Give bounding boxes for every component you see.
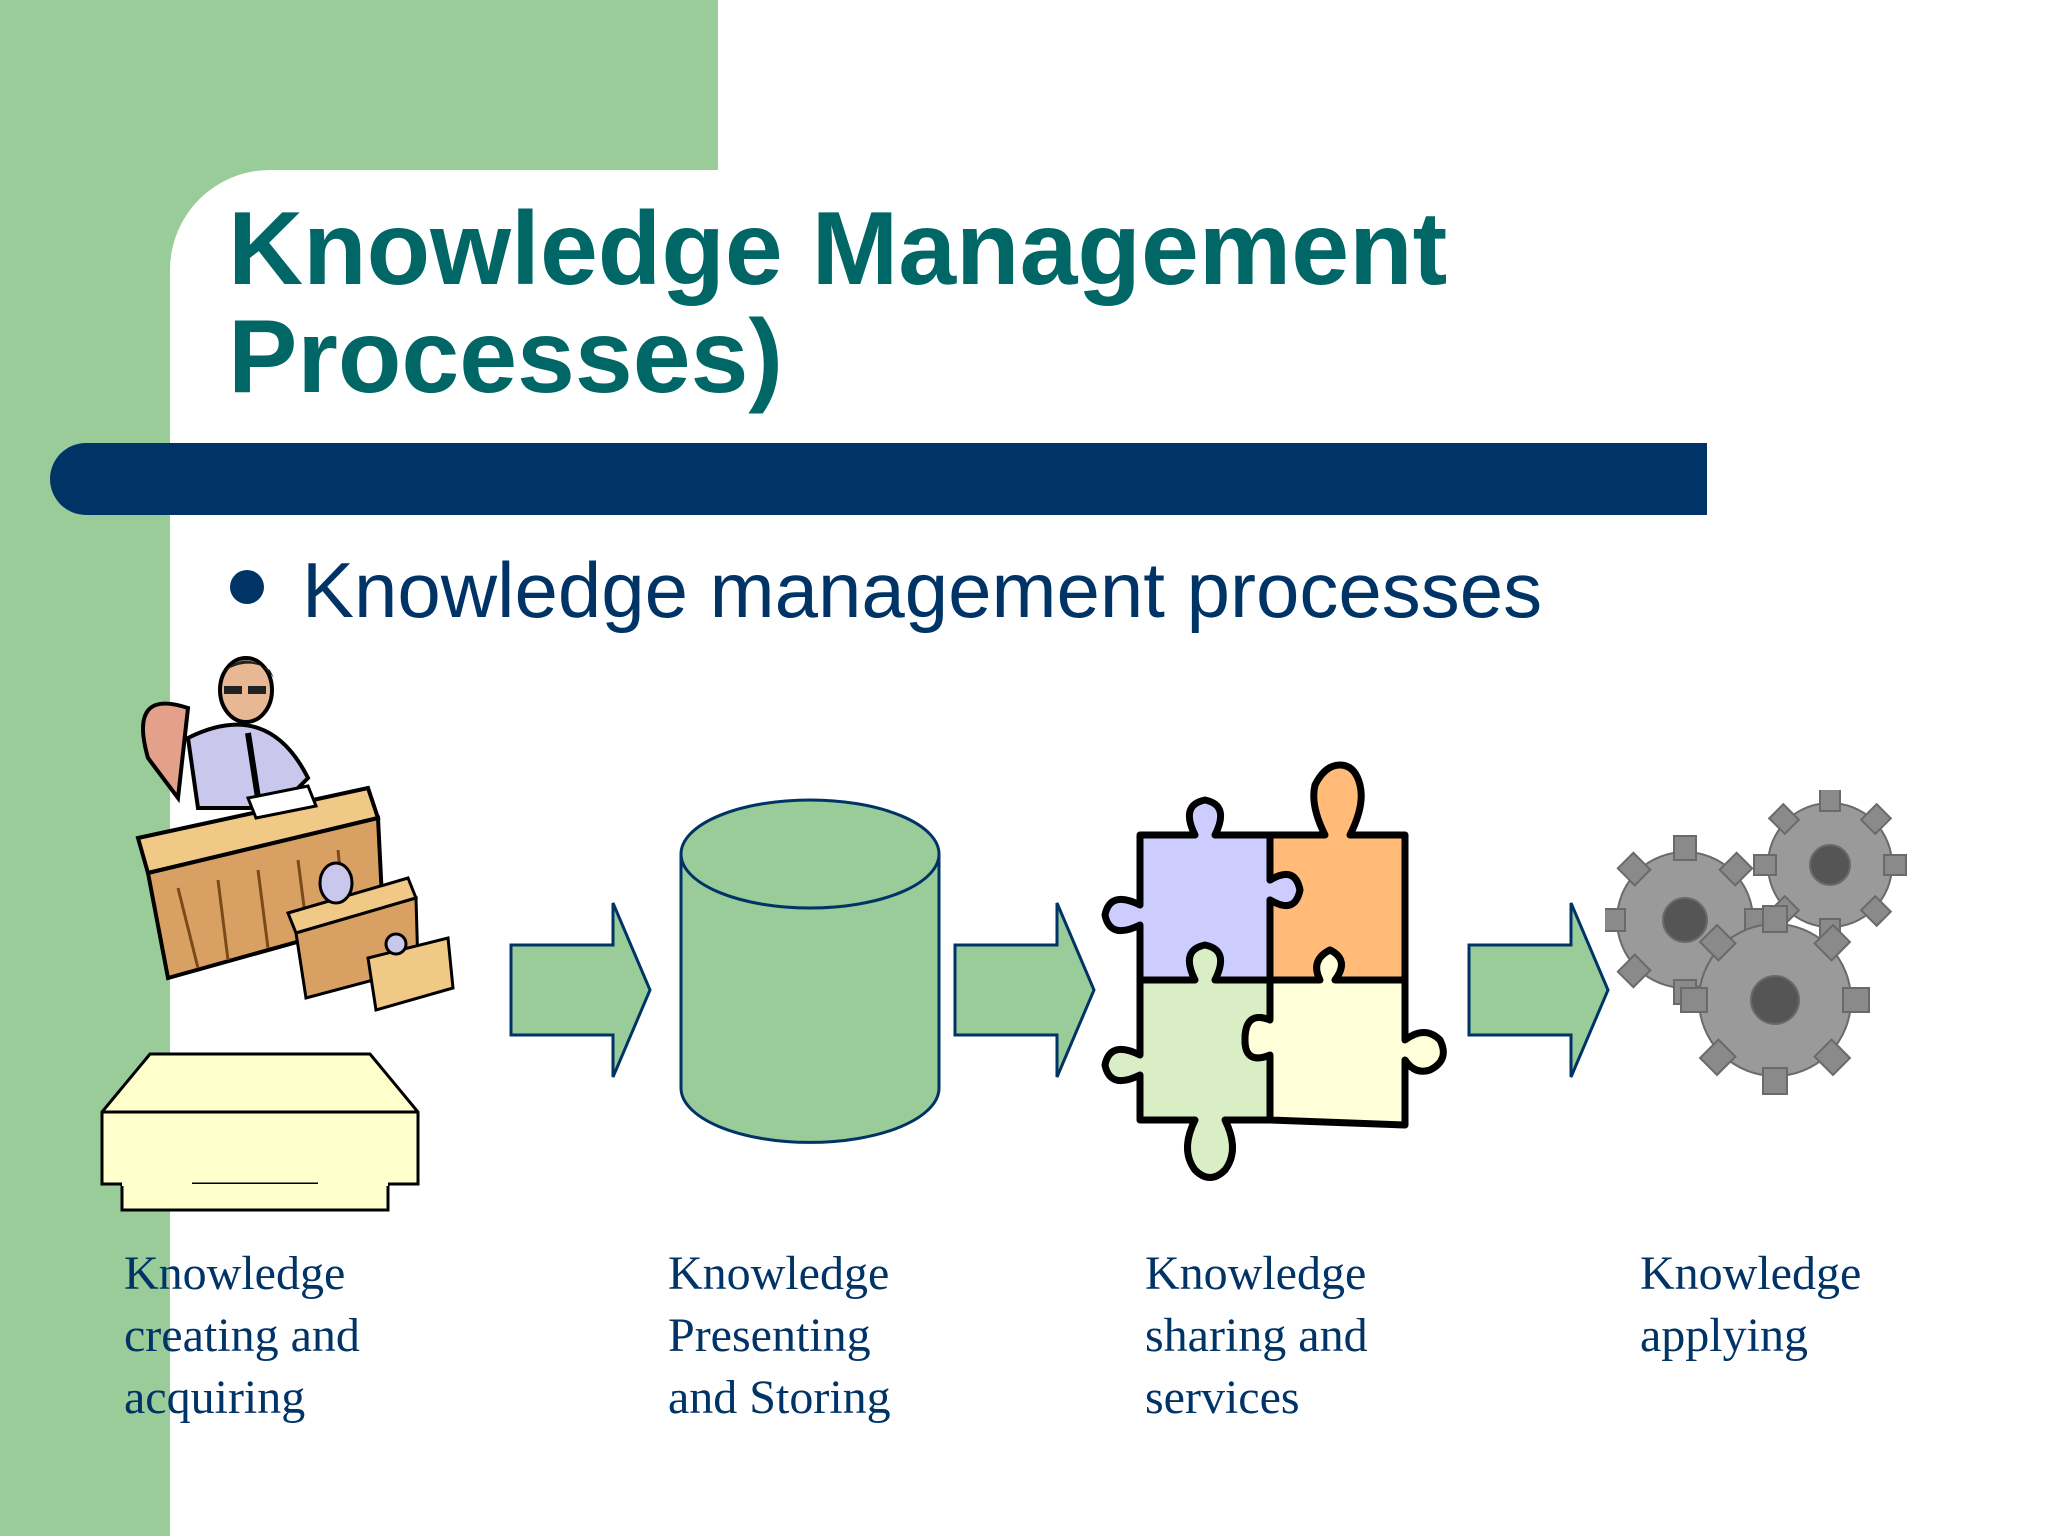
step-3-label-line-2: sharing and xyxy=(1145,1309,1368,1362)
step-1-label-line-1: Knowledge xyxy=(124,1247,346,1300)
slide-title-line-2: Processes) xyxy=(228,299,784,415)
step-3-label-line-1: Knowledge xyxy=(1145,1247,1367,1300)
office-worker-desk-icon xyxy=(135,656,455,1012)
step-2-label: Knowledge Presenting and Storing xyxy=(668,1243,1068,1429)
step-3-label-line-3: services xyxy=(1145,1371,1300,1424)
step-4-label: Knowledge applying xyxy=(1640,1243,2040,1367)
step-2-label-line-3: and Storing xyxy=(668,1371,891,1424)
database-cylinder-icon xyxy=(679,798,941,1144)
green-accent-left xyxy=(0,0,170,1536)
step-3-label: Knowledge sharing and services xyxy=(1145,1243,1545,1429)
step-4-label-line-1: Knowledge xyxy=(1640,1247,1862,1300)
content-panel xyxy=(170,170,2048,1536)
flow-arrow-2-icon xyxy=(953,902,1096,1078)
step-1-label: Knowledge creating and acquiring xyxy=(124,1243,524,1429)
slide-title: Knowledge Management Processes) xyxy=(228,195,1728,411)
step-2-label-line-1: Knowledge xyxy=(668,1247,890,1300)
bullet-text: Knowledge management processes xyxy=(302,546,1543,634)
puzzle-pieces-icon xyxy=(1101,761,1447,1181)
storage-box-icon xyxy=(100,1052,420,1212)
flow-arrow-1-icon xyxy=(509,902,652,1078)
gears-icon xyxy=(1605,790,1907,1095)
slide-title-line-1: Knowledge Management xyxy=(228,191,1448,307)
step-2-label-line-2: Presenting xyxy=(668,1309,871,1362)
flow-arrow-3-icon xyxy=(1467,902,1610,1078)
bullet-point-icon xyxy=(230,570,264,604)
step-1-label-line-3: acquiring xyxy=(124,1371,306,1424)
step-4-label-line-2: applying xyxy=(1640,1309,1808,1362)
step-1-label-line-2: creating and xyxy=(124,1309,360,1362)
title-divider-bar xyxy=(50,443,1707,515)
